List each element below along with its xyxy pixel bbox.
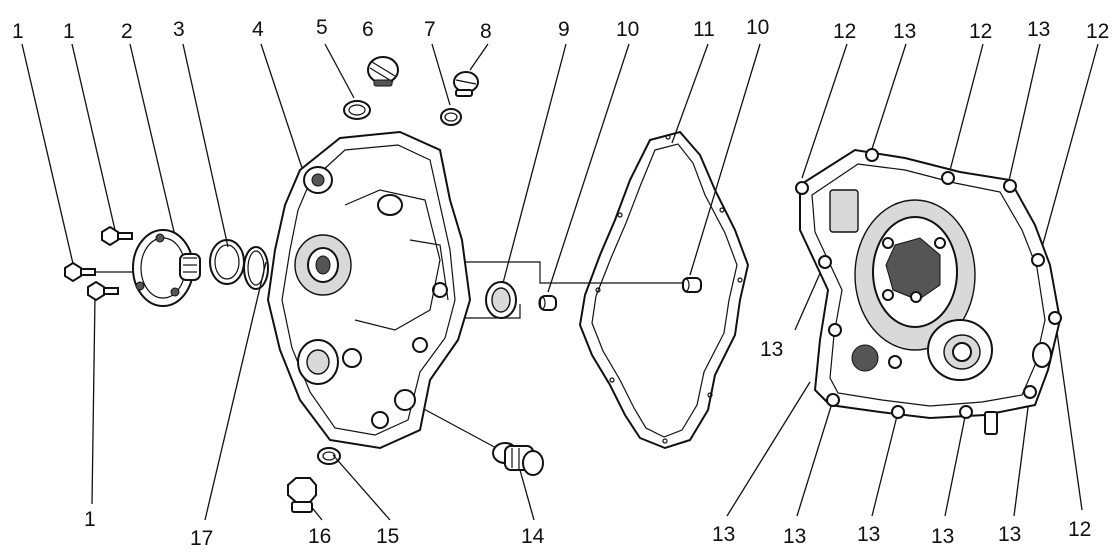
cap-6 xyxy=(367,56,399,87)
callout-12-c: 12 xyxy=(1086,20,1109,43)
o-ring-3 xyxy=(209,239,245,285)
bolt-1-upper xyxy=(101,225,133,247)
callout-13-g: 13 xyxy=(931,525,954,548)
callout-2: 2 xyxy=(121,20,133,43)
bolt-1-middle xyxy=(64,261,96,283)
callout-3: 3 xyxy=(173,18,185,41)
callout-10-a: 10 xyxy=(616,18,639,41)
drain-plug-16 xyxy=(287,477,317,513)
callout-11: 11 xyxy=(693,18,715,41)
callout-12-b: 12 xyxy=(969,20,992,43)
callout-5: 5 xyxy=(316,16,328,39)
callout-13-e: 13 xyxy=(783,525,806,548)
callout-13-d: 13 xyxy=(712,523,735,546)
bolt-1-lower xyxy=(87,280,119,302)
callout-10-b: 10 xyxy=(746,16,769,39)
gasket-11 xyxy=(578,130,750,450)
callout-13-f: 13 xyxy=(857,523,880,546)
washer-5 xyxy=(343,100,371,120)
oil-seal-9 xyxy=(485,281,517,319)
callout-labels: 1 1 2 3 4 5 6 7 8 9 10 11 10 12 13 12 13… xyxy=(12,16,1109,550)
callout-12-a: 12 xyxy=(833,20,856,43)
washer-7 xyxy=(440,108,462,126)
crankcase-cover-right xyxy=(795,148,1062,435)
plug-8 xyxy=(453,71,479,97)
callout-17: 17 xyxy=(190,527,213,550)
callout-15: 15 xyxy=(376,525,399,548)
callout-1-bottom: 1 xyxy=(84,508,96,531)
callout-16: 16 xyxy=(308,525,331,548)
dowel-pin-10-right xyxy=(682,277,702,293)
callout-14: 14 xyxy=(521,525,545,548)
callout-13-a: 13 xyxy=(893,20,916,43)
callout-7: 7 xyxy=(424,18,436,41)
callout-13-b: 13 xyxy=(1027,18,1050,41)
callout-9: 9 xyxy=(558,18,570,41)
callout-13-c: 13 xyxy=(760,338,783,361)
callout-6: 6 xyxy=(362,18,374,41)
o-ring-17 xyxy=(243,246,269,290)
crankcase-cover-4 xyxy=(266,130,472,450)
inspection-cap-2 xyxy=(132,229,201,307)
washer-15 xyxy=(317,447,341,465)
callout-8: 8 xyxy=(480,20,492,43)
callout-4: 4 xyxy=(252,18,264,41)
callout-1-top-a: 1 xyxy=(12,20,24,43)
callout-13-h: 13 xyxy=(998,523,1021,546)
callout-12-d: 12 xyxy=(1068,518,1091,541)
oil-fitting-14 xyxy=(492,442,544,476)
dowel-pin-10-left xyxy=(538,295,557,311)
callout-1-top-b: 1 xyxy=(63,20,75,43)
